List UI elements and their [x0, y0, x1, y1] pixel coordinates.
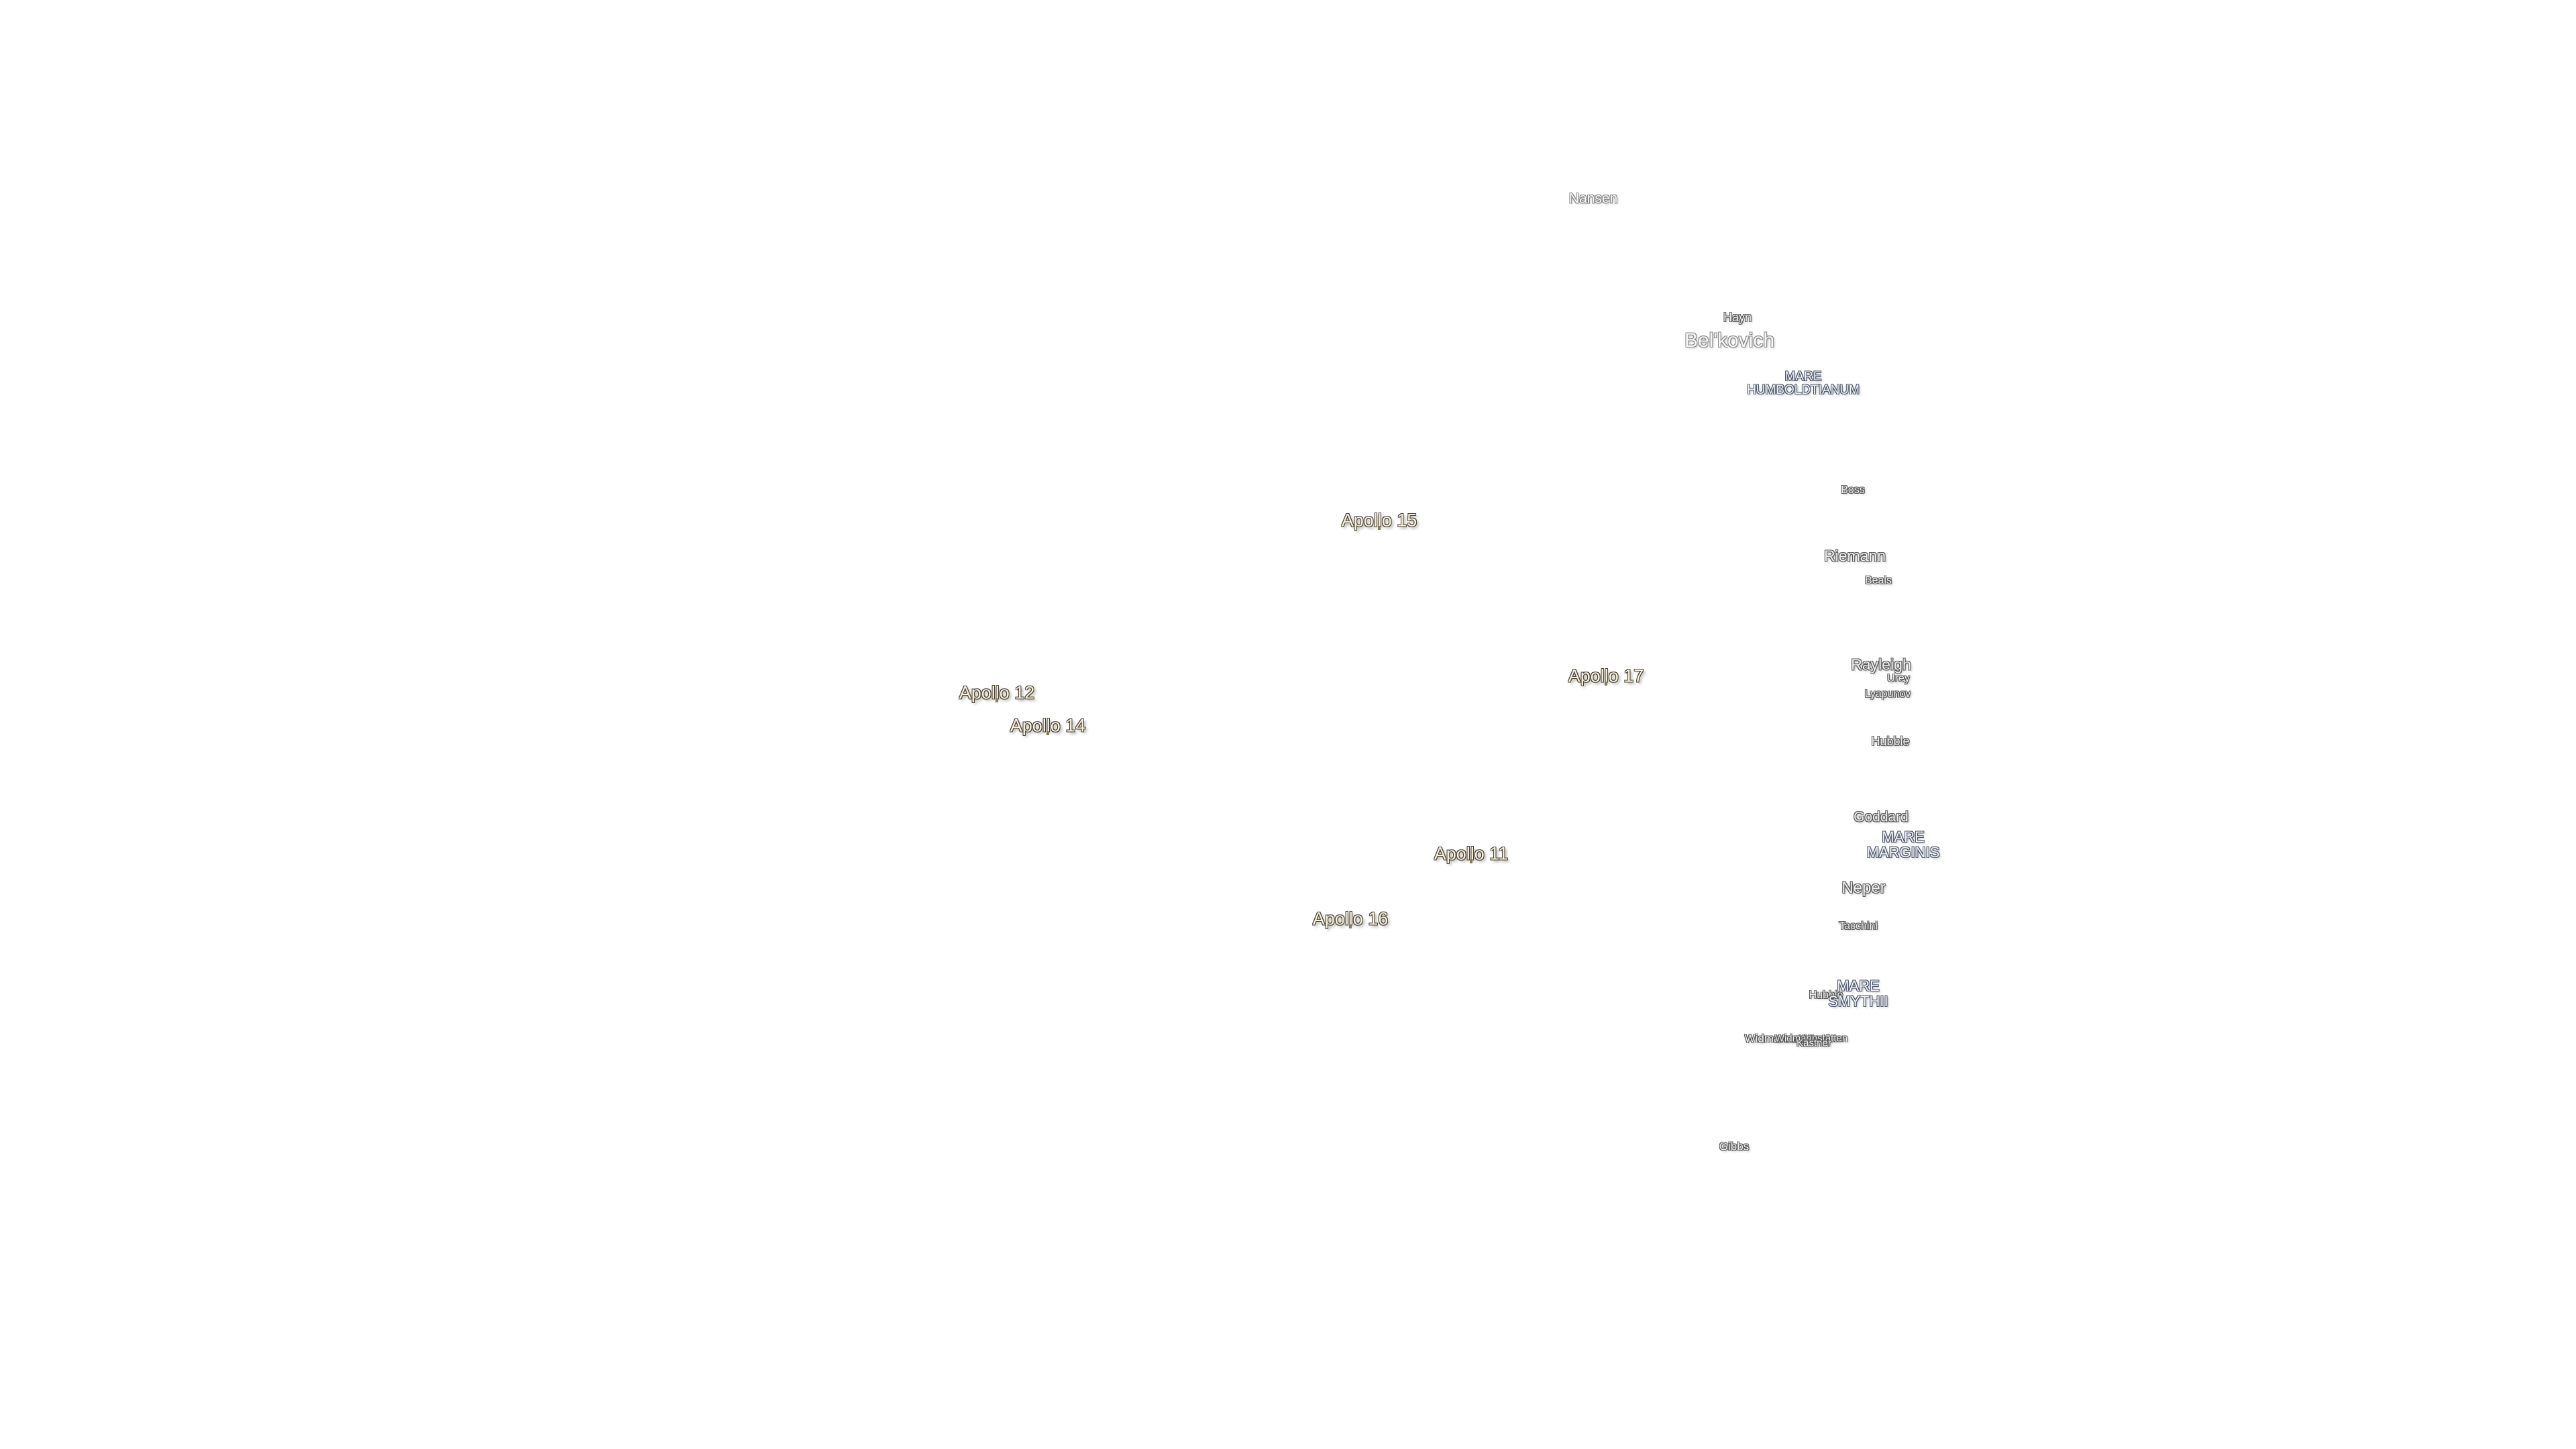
crater-label-overlap-2: Widmannstätten — [1774, 1032, 1848, 1044]
crater-label-widmannstatten: Widmannstätten — [1744, 1032, 1827, 1045]
crater-label-nansen: Nansen — [1568, 191, 1618, 207]
mare-label-marginis: MARE MARGINIS — [1867, 829, 1940, 860]
landing-site-marker[interactable] — [996, 698, 998, 702]
crater-label-overlap-3: Kästner — [1796, 1037, 1831, 1049]
crater-label-boss: Boss — [1841, 484, 1865, 496]
mare-label-smythii: MARE SMYTHII — [1828, 978, 1888, 1009]
crater-label-hubble: Hubble — [1871, 735, 1910, 748]
crater-label-overlap-1: Hubble — [1809, 989, 1843, 1001]
crater-label-neper: Neper — [1841, 879, 1886, 897]
landing-site-marker[interactable] — [1605, 682, 1607, 686]
crater-label-beals: Beals — [1864, 575, 1892, 586]
mare-label-line: MARE — [1784, 370, 1822, 384]
mare-label-line: HUMBOLDTIANUM — [1747, 383, 1860, 397]
mare-label-humboldtianum: MARE HUMBOLDTIANUM — [1747, 370, 1860, 397]
crater-label-gibbs: Gibbs — [1719, 1140, 1750, 1153]
crater-label-belkovich: Bel'kovich — [1684, 329, 1775, 352]
crater-label-lyapunov: Lyapunov — [1864, 688, 1911, 700]
landing-site-marker[interactable] — [1046, 731, 1049, 735]
mare-label-line: SMYTHII — [1828, 993, 1888, 1010]
crater-label-riemann: Riemann — [1823, 547, 1886, 565]
crater-label-hayn: Hayn — [1723, 311, 1752, 324]
mare-label-line: MARE — [1882, 828, 1925, 845]
crater-label-rayleigh: Rayleigh — [1851, 655, 1911, 674]
landing-site-marker[interactable] — [1470, 859, 1472, 863]
mare-label-line: MARE — [1837, 977, 1880, 994]
landing-site-marker[interactable] — [1349, 924, 1352, 928]
landing-site-marker[interactable] — [1378, 526, 1381, 530]
crater-label-goddard: Goddard — [1854, 809, 1909, 825]
crater-label-tacchini: Tacchini — [1839, 920, 1878, 932]
crater-label-urey: Urey — [1887, 673, 1910, 684]
mare-label-line: MARGINIS — [1866, 844, 1940, 861]
